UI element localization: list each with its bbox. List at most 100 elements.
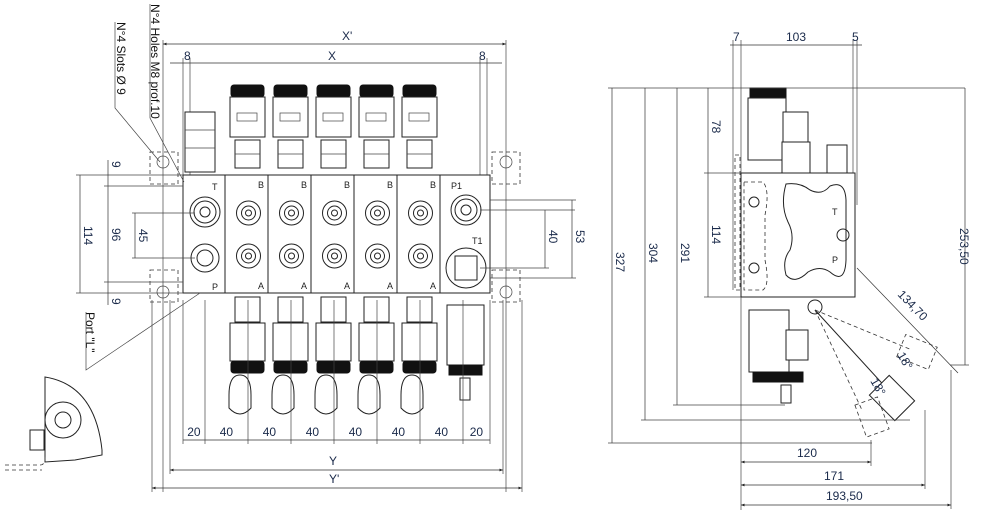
work-port xyxy=(236,200,261,226)
solenoid-coil xyxy=(401,96,438,138)
port-t1-label: T1 xyxy=(472,236,483,246)
solenoid-cap xyxy=(316,360,351,374)
dim-103-label: 103 xyxy=(786,30,806,44)
solenoid-cap xyxy=(359,84,394,98)
pitch-dimensions: 20 40 40 40 40 40 40 20 xyxy=(182,300,491,444)
solenoid-coil xyxy=(315,322,352,362)
dim-40-label: 40 xyxy=(546,230,560,244)
dim-114-label: 114 xyxy=(81,226,95,245)
port-a-label: A xyxy=(344,281,350,291)
right-8-label: 8 xyxy=(479,49,486,63)
solenoid-cap xyxy=(402,84,437,98)
port-p-label: P xyxy=(212,282,218,292)
pitch-label: 40 xyxy=(220,425,234,439)
work-port xyxy=(408,200,433,226)
solenoid-coil xyxy=(229,96,266,138)
work-port xyxy=(279,243,304,269)
work-port xyxy=(365,243,390,269)
lever-positions xyxy=(814,309,938,438)
port-a-label: A xyxy=(387,281,393,291)
lever-knob[interactable] xyxy=(400,374,424,415)
side-port-p-label: P xyxy=(832,255,838,265)
dim-253-50-label: 253,50 xyxy=(957,228,971,265)
pitch-label: 40 xyxy=(349,425,363,439)
dim-291-label: 291 xyxy=(678,243,692,263)
dim-120-label: 120 xyxy=(797,446,817,460)
spool-section: BA xyxy=(267,84,312,415)
port-t-label: T xyxy=(212,182,218,192)
y-prime-label: Y' xyxy=(329,472,339,486)
dim-134-70-label: 134,70 xyxy=(895,287,931,323)
side-top-solenoid xyxy=(747,97,787,161)
port-a-label: A xyxy=(430,281,436,291)
solenoid-coil xyxy=(229,322,266,362)
spool-section: BA xyxy=(310,84,355,415)
work-port xyxy=(236,243,261,269)
lever-knob[interactable] xyxy=(357,374,381,415)
work-port xyxy=(322,243,347,269)
pitch-label: 40 xyxy=(392,425,406,439)
dim-327-label: 327 xyxy=(613,252,627,272)
solenoid-coil xyxy=(358,96,395,138)
holes-annotation: N°4 Holes M8 prof.10 xyxy=(148,4,162,119)
lever-knob[interactable] xyxy=(271,374,295,415)
solenoid-cap xyxy=(359,360,394,374)
solenoid-coil xyxy=(358,322,395,362)
dim-134-70-line xyxy=(856,267,959,374)
dim-7-label: 7 xyxy=(733,30,740,44)
solenoid-cap xyxy=(230,84,265,98)
unloading-solenoid xyxy=(446,304,485,366)
x-label: X xyxy=(328,49,336,63)
spool-section: BA xyxy=(224,84,269,415)
dim-53-label: 53 xyxy=(573,230,587,244)
solenoid-cap xyxy=(230,360,265,374)
solenoid-coil xyxy=(272,96,309,138)
pitch-label: 20 xyxy=(187,425,201,439)
dim-78-label: 78 xyxy=(709,120,723,134)
solenoid-cap xyxy=(402,360,437,374)
lever-pivot xyxy=(807,299,823,315)
dim-114-side-label: 114 xyxy=(709,225,723,244)
dim-top-9-label: 9 xyxy=(109,161,123,168)
solenoid-cap xyxy=(273,84,308,98)
work-port xyxy=(279,200,304,226)
pitch-label: 40 xyxy=(263,425,277,439)
dim-304-label: 304 xyxy=(646,243,660,263)
angle-18-upper: 18° xyxy=(894,350,915,373)
pitch-label: 20 xyxy=(470,425,484,439)
lever-knob-center xyxy=(868,374,916,422)
spool-section: BA xyxy=(353,84,398,415)
solenoid-coil xyxy=(401,322,438,362)
dim-5-label: 5 xyxy=(852,30,859,44)
side-view: 7 103 5 T P 18° 18° xyxy=(608,30,971,510)
side-port-t-label: T xyxy=(832,207,838,217)
lever-knob[interactable] xyxy=(228,374,252,415)
lever-knob[interactable] xyxy=(314,374,338,415)
port-b-label: B xyxy=(387,180,393,190)
dim-96-label: 96 xyxy=(109,228,123,242)
spool-section: BA xyxy=(396,84,441,415)
port-t xyxy=(189,196,221,228)
y-label: Y xyxy=(329,454,337,468)
dim-171-label: 171 xyxy=(824,469,844,483)
port-b-label: B xyxy=(258,180,264,190)
port-b-label: B xyxy=(430,180,436,190)
work-port xyxy=(322,200,347,226)
port-l-detail xyxy=(5,376,103,471)
left-8-label: 8 xyxy=(184,49,191,63)
port-a-label: A xyxy=(301,281,307,291)
work-port xyxy=(365,200,390,226)
dim-45-label: 45 xyxy=(136,229,150,243)
dim-193-50-label: 193,50 xyxy=(826,489,863,503)
pitch-label: 40 xyxy=(435,425,449,439)
port-a-label: A xyxy=(258,281,264,291)
port-p1-label: P1 xyxy=(451,181,462,191)
solenoid-cap xyxy=(316,84,351,98)
pitch-label: 40 xyxy=(306,425,320,439)
side-top-solenoid-cap xyxy=(749,87,787,99)
inlet-fitting xyxy=(184,111,216,173)
side-port-outline xyxy=(782,183,847,280)
